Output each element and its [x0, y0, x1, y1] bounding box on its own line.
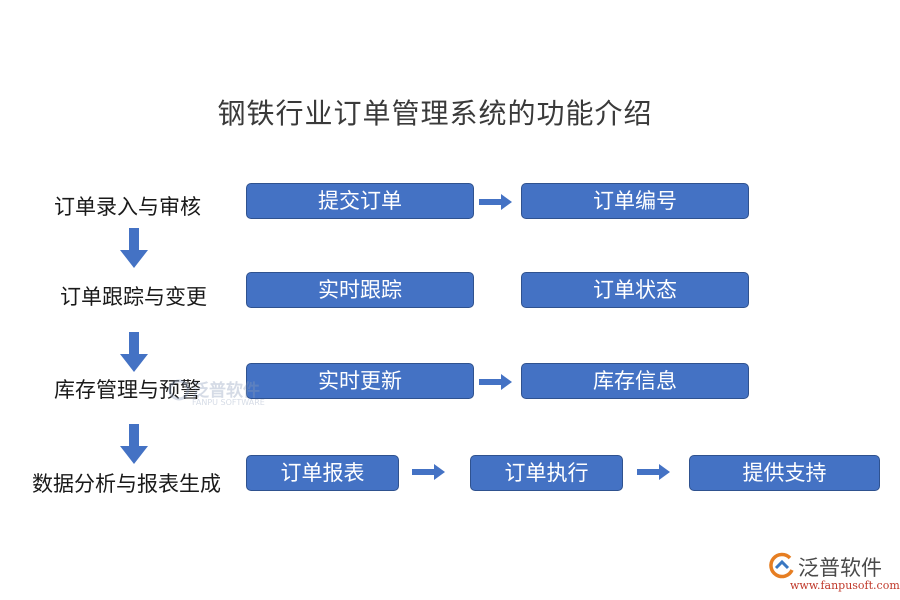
down-arrow-icon [120, 228, 148, 268]
right-arrow-icon [479, 194, 512, 210]
brand-name: 泛普软件 [798, 556, 882, 580]
stage-label-order-tracking: 订单跟踪与变更 [60, 285, 207, 309]
fanpu-logo-icon [769, 552, 794, 579]
fanpu-watermark-icon [168, 379, 190, 401]
diagram-title: 钢铁行业订单管理系统的功能介绍 [217, 97, 653, 130]
watermark-name: 泛普软件 [192, 381, 260, 401]
stage-label-inventory: 库存管理与预警 [54, 378, 201, 402]
watermark-sub: FANPU SOFTWARE [192, 398, 265, 407]
right-arrow-icon [479, 374, 512, 390]
box-order-status: 订单状态 [521, 272, 749, 308]
down-arrow-icon [120, 332, 148, 372]
box-realtime-tracking: 实时跟踪 [246, 272, 474, 308]
right-arrow-icon [412, 464, 445, 480]
stage-label-order-entry: 订单录入与审核 [54, 195, 201, 219]
box-order-number: 订单编号 [521, 183, 749, 219]
box-realtime-update: 实时更新 [246, 363, 474, 399]
stage-label-analytics: 数据分析与报表生成 [32, 472, 221, 496]
box-inventory-info: 库存信息 [521, 363, 749, 399]
box-order-report: 订单报表 [246, 455, 399, 491]
box-order-execution: 订单执行 [470, 455, 623, 491]
brand-url: www.fanpusoft.com [790, 579, 900, 592]
box-provide-support: 提供支持 [689, 455, 880, 491]
down-arrow-icon [120, 424, 148, 464]
box-submit-order: 提交订单 [246, 183, 474, 219]
right-arrow-icon [637, 464, 670, 480]
